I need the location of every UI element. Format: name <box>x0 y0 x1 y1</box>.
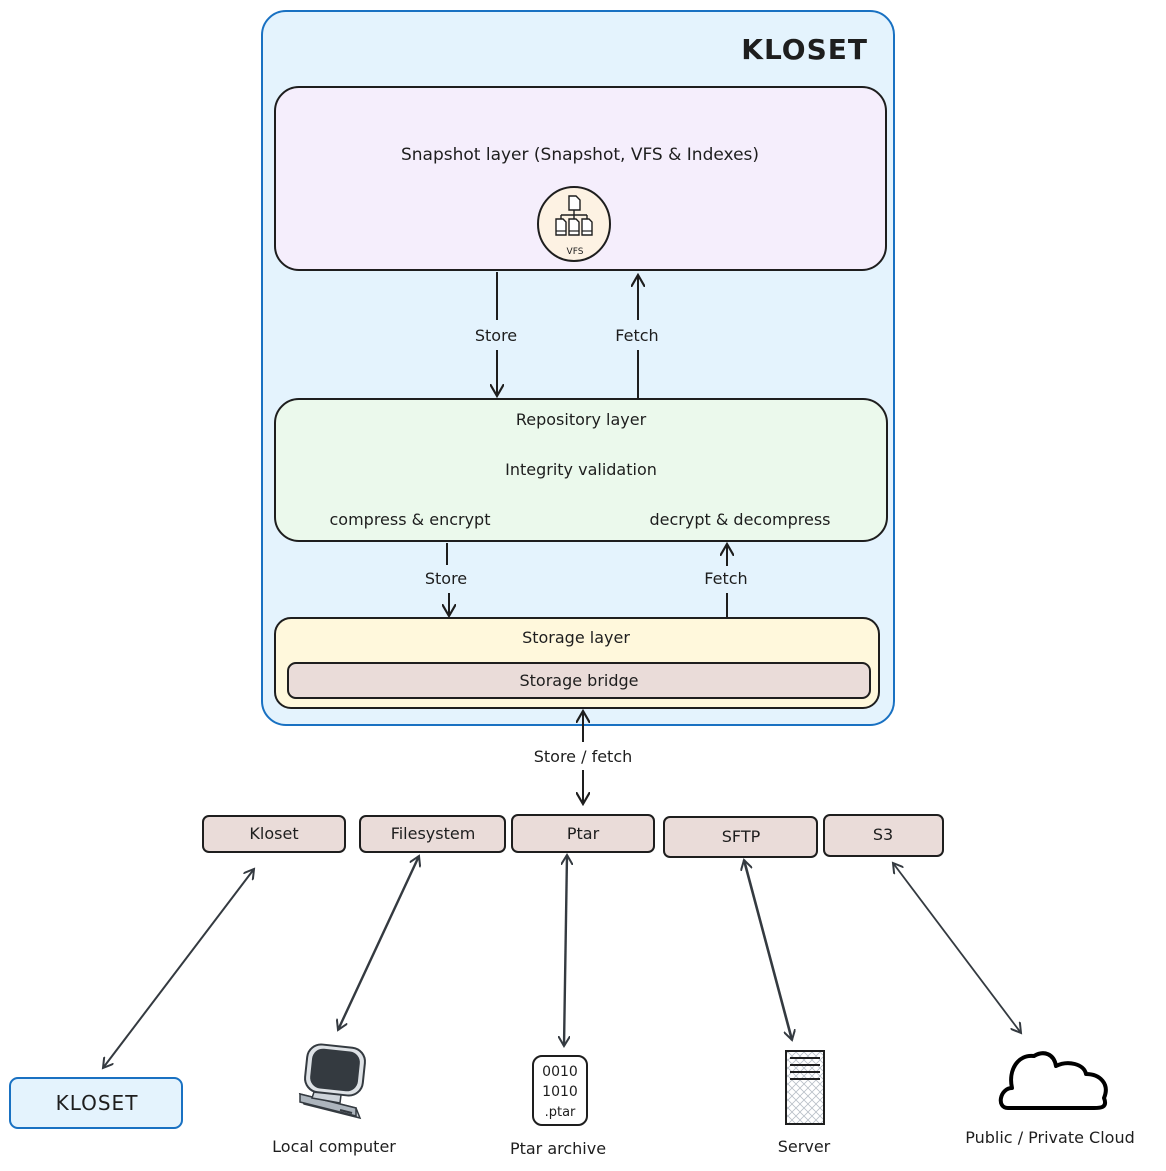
adapter-kloset-label: Kloset <box>249 824 298 843</box>
s3-link-arrow <box>893 863 1021 1033</box>
repository-layer-label: Repository layer <box>516 410 647 429</box>
snapshot-layer: Snapshot layer (Snapshot, VFS & Indexes)… <box>274 86 887 271</box>
store-label-upper: Store <box>475 326 517 345</box>
adapter-ptar[interactable]: Ptar <box>511 814 655 853</box>
ptar-link-arrow <box>564 855 567 1046</box>
store-label-lower: Store <box>425 569 467 588</box>
server-icon <box>785 1050 825 1125</box>
kloset-title: KLOSET <box>741 33 868 66</box>
adapter-s3[interactable]: S3 <box>823 814 944 857</box>
endpoint-local-computer[interactable]: Local computer <box>272 1043 396 1156</box>
repository-layer: Repository layer Integrity validation co… <box>274 398 888 542</box>
adapter-sftp-label: SFTP <box>722 827 761 846</box>
adapter-s3-label: S3 <box>873 825 893 844</box>
snapshot-repository-links: Store Fetch <box>475 272 659 398</box>
adapters-row: Kloset Filesystem Ptar SFTP S3 <box>202 814 944 858</box>
repository-storage-links: Store Fetch <box>425 543 748 617</box>
adapter-sftp[interactable]: SFTP <box>663 816 818 858</box>
kloset-endpoint-label: KLOSET <box>56 1091 139 1115</box>
snapshot-layer-label: Snapshot layer (Snapshot, VFS & Indexes) <box>401 145 759 165</box>
filesystem-link-arrow <box>338 856 419 1030</box>
vfs-icon-label: VFS <box>567 247 584 257</box>
kloset-link-arrow <box>103 869 254 1068</box>
adapter-filesystem-label: Filesystem <box>391 824 476 843</box>
endpoint-links <box>103 855 1021 1068</box>
fetch-label-upper: Fetch <box>615 326 658 345</box>
snapshot-layer-box <box>274 86 887 271</box>
kloset-endpoint-box <box>9 1077 183 1129</box>
storage-bridge-box <box>287 662 871 699</box>
ptar-file-line-3: .ptar <box>545 1105 576 1120</box>
decrypt-decompress-label: decrypt & decompress <box>650 510 831 529</box>
cloud-icon <box>998 1051 1108 1110</box>
storage-bridge-label: Storage bridge <box>519 671 638 690</box>
cloud-label: Public / Private Cloud <box>965 1128 1134 1147</box>
store-fetch-label: Store / fetch <box>534 747 633 766</box>
endpoint-kloset[interactable]: KLOSET <box>9 1077 183 1129</box>
storage-layer-label: Storage layer <box>522 628 630 647</box>
computer-icon <box>298 1043 366 1120</box>
endpoint-cloud[interactable]: Public / Private Cloud <box>965 1051 1135 1147</box>
repository-layer-box <box>274 398 888 542</box>
bridge-adapter-link: Store / fetch <box>534 711 633 804</box>
adapter-filesystem[interactable]: Filesystem <box>359 815 506 853</box>
fetch-label-lower: Fetch <box>704 569 747 588</box>
vfs-icon: VFS <box>537 186 611 262</box>
storage-layer: Storage layer Storage bridge <box>274 617 880 709</box>
ptar-file-icon: 0010 1010 .ptar <box>532 1055 588 1126</box>
endpoint-ptar-archive[interactable]: 0010 1010 .ptar Ptar archive <box>510 1055 606 1158</box>
integrity-validation-label: Integrity validation <box>505 460 657 479</box>
ptar-file-line-1: 0010 <box>542 1064 578 1080</box>
adapter-ptar-label: Ptar <box>567 824 600 843</box>
ptar-archive-label: Ptar archive <box>510 1139 606 1158</box>
endpoint-server[interactable]: Server <box>778 1050 831 1156</box>
adapter-kloset[interactable]: Kloset <box>202 815 346 853</box>
local-computer-label: Local computer <box>272 1137 396 1156</box>
ptar-file-line-2: 1010 <box>542 1084 578 1100</box>
sftp-link-arrow <box>744 860 792 1040</box>
server-label: Server <box>778 1137 831 1156</box>
compress-encrypt-label: compress & encrypt <box>330 510 491 529</box>
